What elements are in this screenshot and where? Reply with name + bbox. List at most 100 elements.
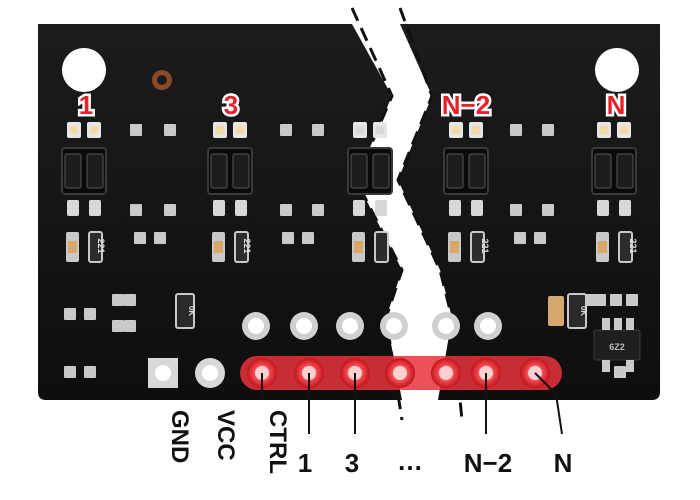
pin-label-gnd: GND [166, 410, 193, 463]
smd-pad [164, 204, 176, 216]
led [620, 126, 628, 134]
resistor-core [214, 241, 223, 253]
led [472, 126, 480, 134]
pin-label-n: N [554, 448, 573, 478]
svg-text:0K: 0K [187, 306, 196, 316]
led [70, 126, 78, 134]
smd-pad [112, 294, 124, 306]
resistor-marking-3: 221 [480, 238, 490, 253]
pin-label-1: 1 [298, 448, 312, 478]
svg-text:221: 221 [96, 238, 106, 253]
resistor-body [470, 231, 485, 263]
smd-pad [614, 366, 626, 378]
sensor-window [616, 153, 634, 189]
sensor-module [591, 122, 637, 263]
smd-pad [510, 204, 522, 216]
sensor-module [443, 122, 489, 263]
pin-hole [439, 366, 453, 380]
pin-label-vcc: VCC [212, 410, 239, 461]
svg-text:221: 221 [628, 238, 638, 253]
lead-pad [619, 200, 631, 216]
smd-pad [64, 366, 76, 378]
regulator-lead [614, 318, 622, 330]
mounting-hole-right [595, 48, 639, 92]
ctrl-resistor-left-marking: 0K [187, 306, 196, 316]
svg-text:221: 221 [242, 238, 252, 253]
regulator-lead [602, 360, 610, 372]
resistor-marking-1: 221 [96, 238, 106, 253]
lead-pad [375, 200, 387, 216]
pin-label-n-minus-2: N−2 [464, 448, 512, 478]
regulator-lead [602, 318, 610, 330]
smd-pad [84, 366, 96, 378]
pin-label-ellipsis: … [397, 446, 423, 476]
lead-pad [213, 200, 225, 216]
led [376, 126, 384, 134]
resistor-marking-2: 221 [242, 238, 252, 253]
regulator-lead [626, 360, 634, 372]
smd-pad [302, 232, 314, 244]
via-copper-inner [157, 75, 167, 85]
led [216, 126, 224, 134]
resistor-core [450, 241, 459, 253]
smd-pad [134, 232, 146, 244]
sensor-window [232, 153, 250, 189]
smd-pad [282, 232, 294, 244]
sensor-label-1: 1 [79, 90, 93, 120]
sensor-window [350, 153, 368, 189]
mounting-hole-left [62, 48, 106, 92]
pin-label-ctrl: CTRL [264, 410, 291, 474]
plated-hole [480, 318, 496, 334]
smd-pad [154, 232, 166, 244]
smd-pad [542, 204, 554, 216]
sensor-label-n-minus-2: N−2 [442, 90, 490, 120]
resistor-core [68, 241, 77, 253]
smd-pad [64, 308, 76, 320]
break-line-right [396, 7, 464, 421]
svg-text:0K: 0K [579, 306, 588, 316]
smd-pad [626, 294, 638, 306]
smd-pad [280, 204, 292, 216]
sensor-label-n: N [607, 90, 626, 120]
plated-hole [438, 318, 454, 334]
sensor-window [446, 153, 464, 189]
vcc-hole [202, 365, 218, 381]
lead-pad [67, 200, 79, 216]
sensor-window [594, 153, 612, 189]
smd-pad [610, 294, 622, 306]
smd-pad [84, 308, 96, 320]
resistor-core [598, 241, 607, 253]
plated-hole [248, 318, 264, 334]
smd-pad [312, 124, 324, 136]
ctrl-resistor-right-pad [548, 296, 564, 326]
sensor-window [86, 153, 104, 189]
smd-pad [112, 320, 124, 332]
resistor-body [618, 231, 633, 263]
resistor-body [234, 231, 249, 263]
svg-text:221: 221 [480, 238, 490, 253]
sensor-label-3: 3 [224, 90, 238, 120]
led [90, 126, 98, 134]
ctrl-resistor-right-marking: 0K [579, 306, 588, 316]
led [356, 126, 364, 134]
lead-pad [353, 200, 365, 216]
pin-label-3: 3 [345, 448, 359, 478]
lead-pad [89, 200, 101, 216]
smd-pad [534, 232, 546, 244]
plated-hole [386, 318, 402, 334]
plated-hole [296, 318, 312, 334]
sensor-module [347, 122, 393, 263]
smd-pad [514, 232, 526, 244]
smd-pad [542, 124, 554, 136]
smd-pad [130, 124, 142, 136]
pin-hole [393, 366, 407, 380]
smd-pad [594, 294, 606, 306]
plated-hole [342, 318, 358, 334]
regulator-marking: 6Z2 [609, 342, 625, 352]
resistor-body [374, 231, 389, 263]
sensor-window [64, 153, 82, 189]
smd-pad [124, 320, 136, 332]
gnd-hole [155, 365, 171, 381]
lead-pad [597, 200, 609, 216]
